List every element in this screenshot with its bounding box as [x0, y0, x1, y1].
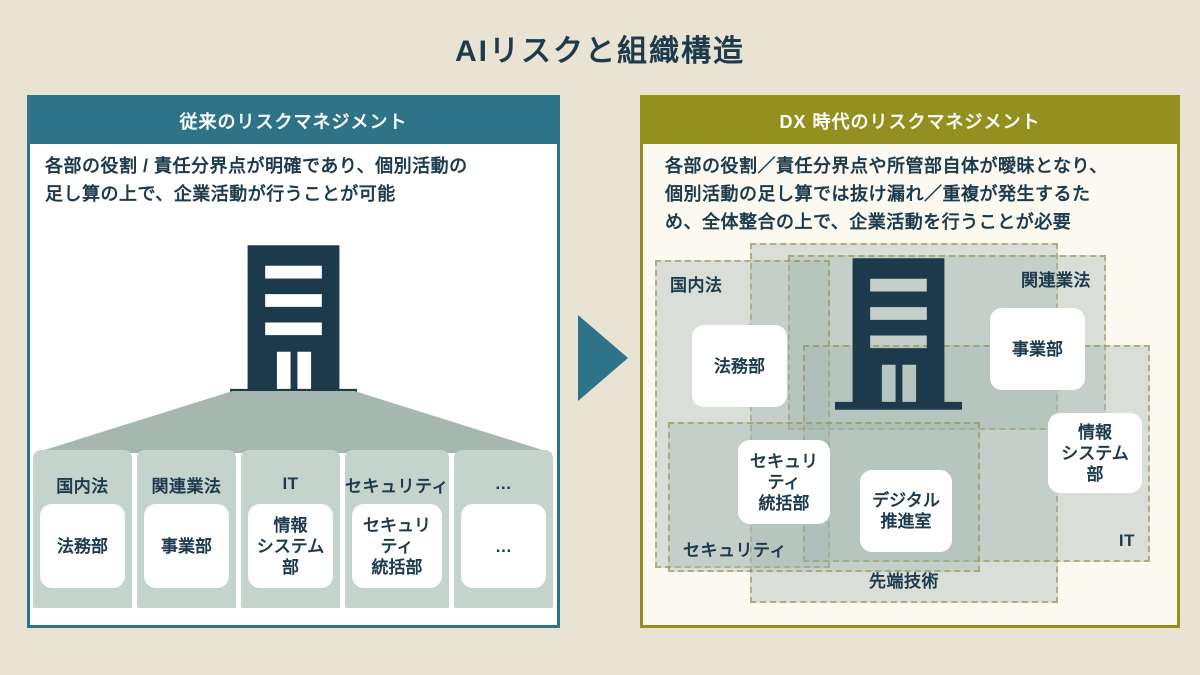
column-category-label: 国内法: [56, 476, 109, 496]
department-box-information-systems: 情報 システム 部: [1048, 413, 1142, 493]
panel-traditional-header: 従来のリスクマネジメント: [30, 98, 557, 144]
column-category-label: 関連業法: [151, 476, 222, 496]
department-box: セキュリ ティ 統括部: [352, 504, 442, 588]
page-title: AIリスクと組織構造: [455, 35, 745, 68]
department-box-legal: 法務部: [692, 325, 787, 407]
department-box-business: 事業部: [990, 308, 1085, 390]
department-box: 事業部: [144, 504, 229, 588]
zone-label: セキュリティ: [683, 541, 787, 560]
column-category-label: セキュリティ: [345, 476, 449, 496]
transition-arrow-icon: [578, 315, 628, 401]
panel-traditional-risk-management: 従来のリスクマネジメント 各部の役割 / 責任分界点が明確であり、個別活動の 足…: [27, 95, 560, 628]
panel-traditional-description: 各部の役割 / 責任分界点が明確であり、個別活動の 足し算の上で、企業活動が行う…: [45, 156, 468, 204]
department-box: 情報 システム 部: [248, 504, 333, 588]
zone-label: IT: [1118, 531, 1135, 550]
zone-label: 関連業法: [1021, 271, 1091, 290]
column-domestic-law: 国内法 法務部: [33, 450, 132, 608]
office-building-icon: [230, 245, 357, 397]
department-box: …: [460, 504, 546, 588]
department-columns: 国内法 法務部 関連業法 事業部 IT 情報 システム 部 セキュリティ セキュ…: [33, 450, 553, 608]
department-box-digital-promotion: デジタル 推進室: [860, 470, 952, 552]
column-category-label: IT: [282, 474, 299, 493]
column-category-label: …: [494, 474, 513, 493]
column-it: IT 情報 システム 部: [241, 450, 340, 608]
department-box: 法務部: [40, 504, 125, 588]
panel-dx-header: DX 時代のリスクマネジメント: [643, 98, 1177, 144]
column-ellipsis: … …: [453, 450, 553, 608]
zone-label: 先端技術: [869, 572, 939, 591]
column-security: セキュリティ セキュリ ティ 統括部: [345, 450, 449, 608]
panel-traditional-body: 各部の役割 / 責任分界点が明確であり、個別活動の 足し算の上で、企業活動が行う…: [30, 144, 557, 625]
column-related-business-law: 関連業法 事業部: [137, 450, 236, 608]
panel-dx-body: 各部の役割／責任分界点や所管部自体が曖昧となり、 個別活動の足し算では抜け漏れ／…: [643, 144, 1177, 625]
zone-label: 国内法: [670, 276, 723, 295]
foundation-trapezoid-shape: [35, 391, 552, 453]
panel-dx-risk-management: DX 時代のリスクマネジメント 各部の役割／責任分界点や所管部自体が曖昧となり、…: [640, 95, 1180, 628]
department-box-security-control: セキュリ ティ 統括部: [738, 440, 830, 524]
panel-dx-description: 各部の役割／責任分界点や所管部自体が曖昧となり、 個別活動の足し算では抜け漏れ／…: [665, 156, 1108, 232]
office-building-icon: [835, 258, 962, 410]
